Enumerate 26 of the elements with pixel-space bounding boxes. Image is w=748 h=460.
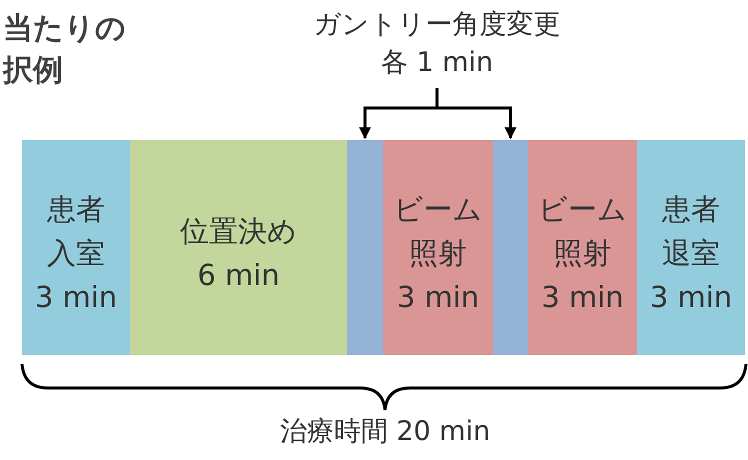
total-time-label: 治療時間 20 min: [278, 415, 492, 449]
segment-text: 3 min: [650, 278, 732, 316]
gantry-segment: [493, 140, 528, 355]
segment-text: 照射: [554, 234, 612, 272]
title: 当たりの択例: [3, 10, 127, 90]
segment-text: ビーム: [538, 190, 627, 228]
time-segment: [528, 140, 637, 355]
segment-text: ビーム: [394, 190, 482, 228]
segment-text: 入室: [47, 234, 105, 272]
time-segment: [383, 140, 493, 355]
arrow: [436, 88, 516, 140]
time-segment: [130, 140, 347, 355]
time-segment: [22, 140, 130, 355]
label-text: 各 1 min: [380, 46, 494, 80]
segment-text: 3 min: [396, 278, 480, 316]
gantry-segment: [347, 140, 383, 355]
segment-text: 3 min: [541, 278, 624, 316]
label-text: ガントリー角度変更: [314, 8, 560, 42]
segment-text: 照射: [409, 234, 467, 272]
segment-text: 患者: [662, 190, 720, 228]
segment-text: 患者: [47, 190, 105, 228]
time-segment: [637, 140, 745, 355]
segment-text: 3 min: [34, 278, 118, 316]
segment-text: 位置決め: [180, 212, 297, 250]
segment-text: 6 min: [197, 256, 280, 294]
segment-text: 退室: [662, 234, 720, 272]
